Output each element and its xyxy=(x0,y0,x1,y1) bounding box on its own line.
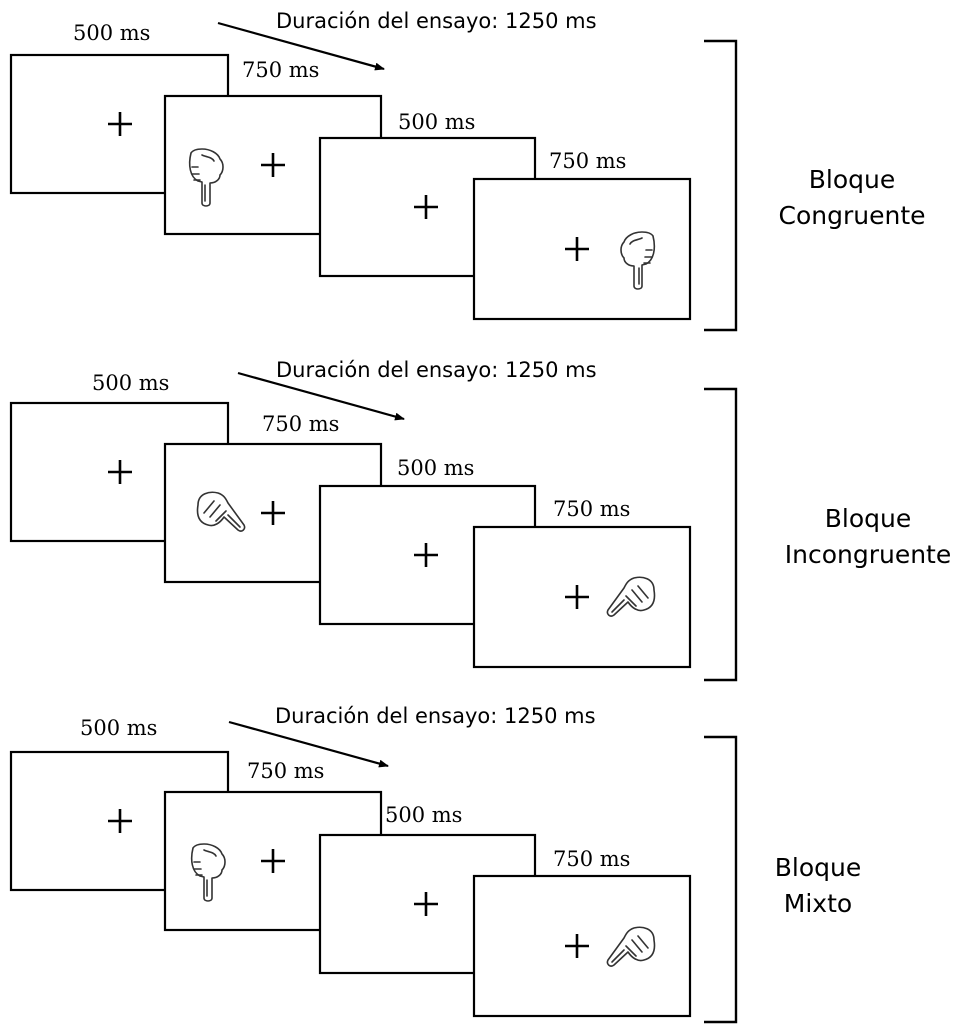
fixation-cross xyxy=(261,501,285,525)
frame-3-duration: 500 ms xyxy=(385,803,462,827)
frame-2-duration: 750 ms xyxy=(247,759,324,783)
fixation-cross xyxy=(414,892,438,916)
fixation-cross xyxy=(108,460,132,484)
time-arrow xyxy=(237,371,405,421)
frame-2-duration: 750 ms xyxy=(262,412,339,436)
fixation-cross xyxy=(565,237,589,261)
block-bracket xyxy=(704,735,738,1024)
block-mixto: 500 ms 750 ms 500 ms 750 ms Duración del… xyxy=(9,704,862,1024)
block-label-line-2: Congruente xyxy=(779,201,926,230)
block-label-line-1: Bloque xyxy=(775,853,862,882)
block-congruente: 500 ms 750 ms 500 ms 750 ms Duración del… xyxy=(9,9,926,332)
trial-duration-label: Duración del ensayo: 1250 ms xyxy=(276,358,597,382)
block-bracket xyxy=(704,387,738,682)
frame-1-duration: 500 ms xyxy=(73,21,150,45)
block-label-line-2: Incongruente xyxy=(785,540,952,569)
fixation-cross xyxy=(565,934,589,958)
frame-4-duration: 750 ms xyxy=(553,497,630,521)
frame-1-duration: 500 ms xyxy=(92,371,169,395)
fixation-cross xyxy=(108,112,132,136)
trial-duration-label: Duración del ensayo: 1250 ms xyxy=(276,9,597,33)
block-bracket xyxy=(704,39,738,332)
fixation-cross xyxy=(261,153,285,177)
fixation-cross xyxy=(261,849,285,873)
block-label-line-2: Mixto xyxy=(784,889,852,918)
fixation-cross xyxy=(565,585,589,609)
fixation-cross xyxy=(414,195,438,219)
time-arrow xyxy=(217,21,385,71)
block-label-line-1: Bloque xyxy=(825,504,912,533)
frame-4-duration: 750 ms xyxy=(549,149,626,173)
block-incongruente: 500 ms 750 ms 500 ms 750 ms Duración del… xyxy=(9,358,952,682)
frame-3-duration: 500 ms xyxy=(397,456,474,480)
fixation-cross xyxy=(414,543,438,567)
fixation-cross xyxy=(108,809,132,833)
frame-4-duration: 750 ms xyxy=(553,847,630,871)
block-label-line-1: Bloque xyxy=(809,165,896,194)
frame-2-duration: 750 ms xyxy=(242,58,319,82)
trial-duration-label: Duración del ensayo: 1250 ms xyxy=(275,704,596,728)
time-arrow xyxy=(228,720,389,768)
frame-3-duration: 500 ms xyxy=(398,110,475,134)
frame-1-duration: 500 ms xyxy=(80,716,157,740)
